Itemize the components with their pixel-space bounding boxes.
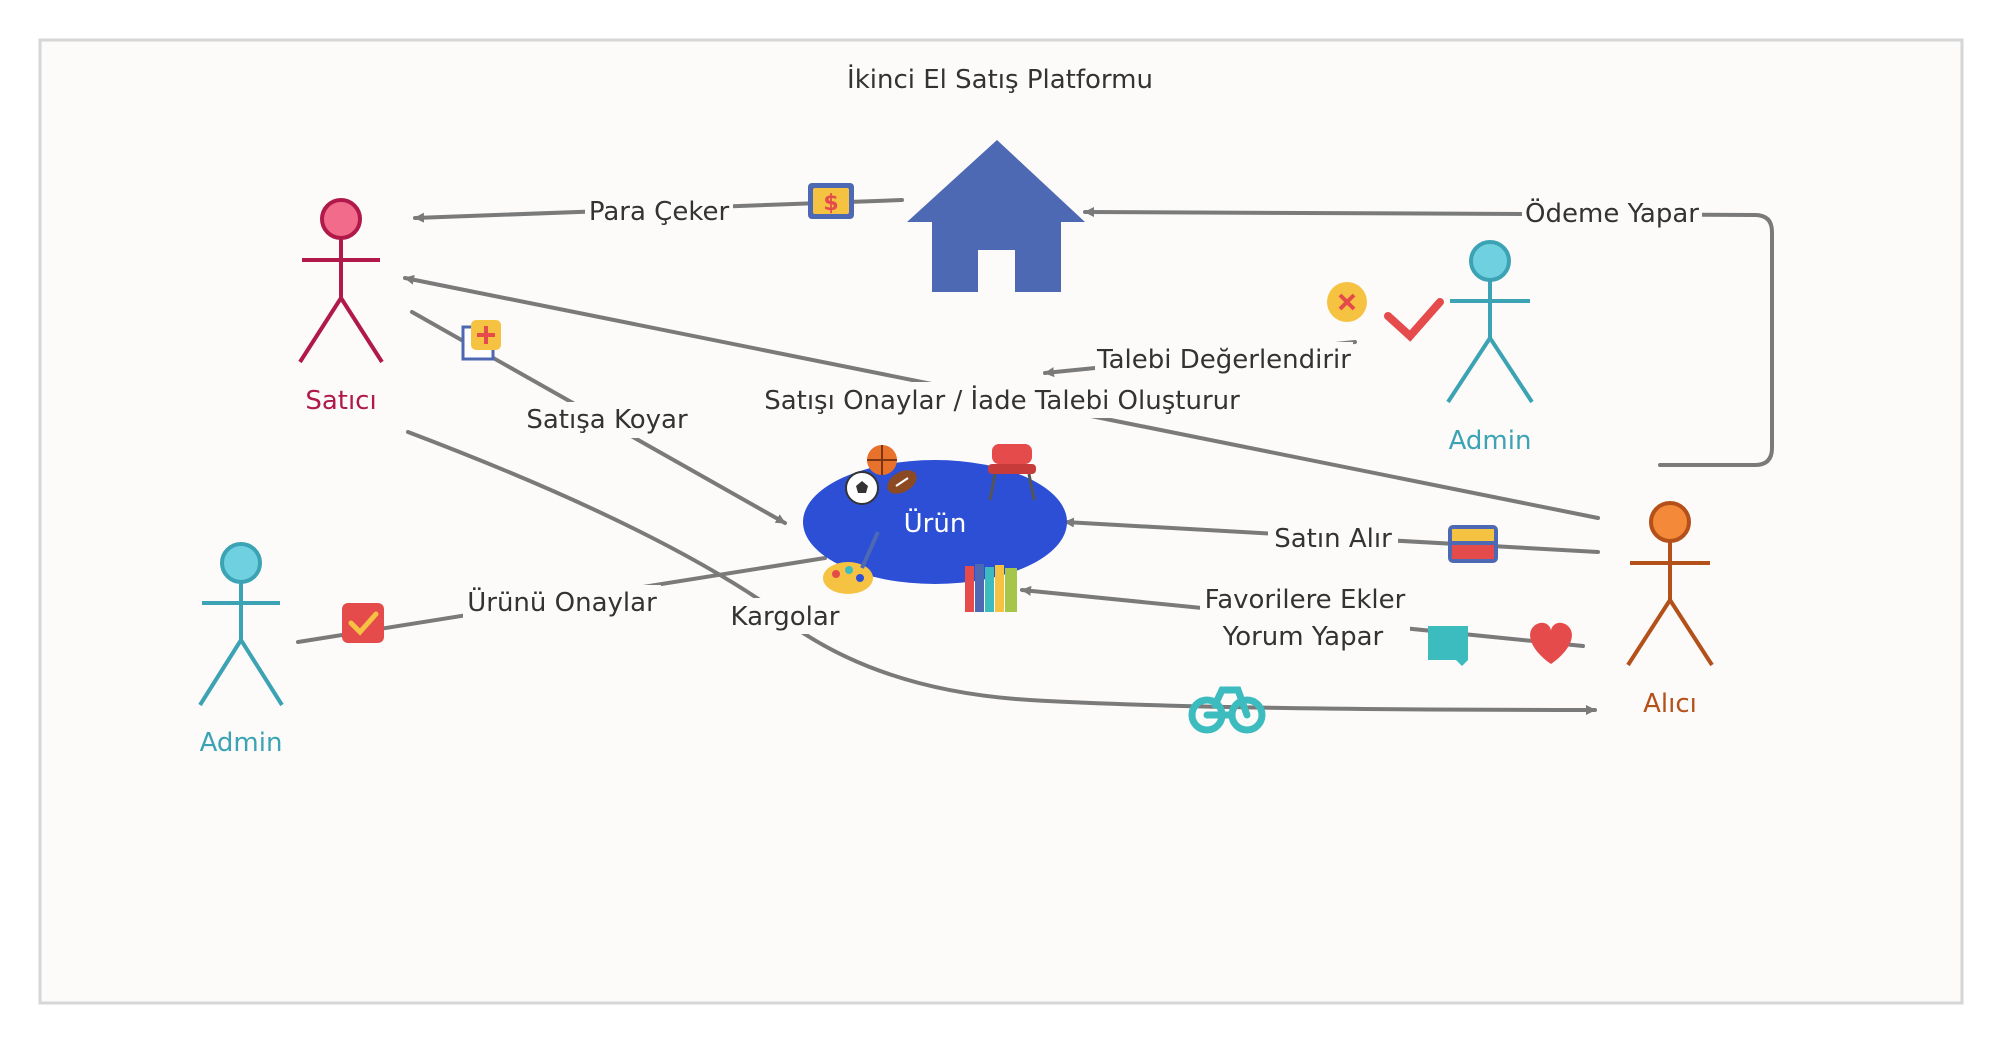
money-icon: $ (808, 183, 854, 219)
basketball-icon (867, 445, 897, 475)
soccer-ball-icon (845, 471, 879, 505)
actor-admin-left[interactable] (198, 542, 284, 707)
palette-icon (823, 531, 880, 594)
svg-text:$: $ (823, 191, 838, 216)
label-satin-alir: Satın Alır (1274, 524, 1392, 554)
chair-icon (988, 444, 1036, 501)
football-icon (887, 470, 917, 494)
actor-admin-left-label: Admin (200, 728, 283, 758)
comment-icon (1428, 626, 1468, 666)
label-kargolar: Kargolar (730, 602, 839, 632)
bicycle-icon (1188, 686, 1266, 734)
label-talebi-degerlendirir: Talebi Değerlendirir (1096, 345, 1351, 375)
credit-card-icon (1448, 525, 1498, 563)
actor-satici-label: Satıcı (305, 386, 376, 416)
books-icon (965, 564, 1017, 612)
label-satisa-koyar: Satışa Koyar (526, 405, 688, 435)
label-odeme-yapar: Ödeme Yapar (1525, 197, 1699, 229)
actor-alici-label: Alıcı (1643, 689, 1697, 719)
label-urunu-onaylar: Ürünü Onaylar (467, 586, 657, 618)
actor-admin-right-label: Admin (1449, 426, 1532, 456)
product-label: Ürün (904, 507, 967, 539)
label-satisi-onaylar: Satışı Onaylar / İade Talebi Oluşturur (764, 384, 1240, 416)
edge-odeme-yapar (1083, 207, 1774, 467)
label-yorum-yapar: Yorum Yapar (1222, 622, 1384, 652)
actor-satici[interactable] (298, 198, 384, 364)
label-para-ceker: Para Çeker (589, 197, 730, 227)
heart-icon (1530, 622, 1572, 664)
add-listing-icon (461, 320, 501, 361)
close-badge-icon (1327, 282, 1367, 322)
approve-checkbox-icon (342, 603, 384, 643)
diagram-title: İkinci El Satış Platformu (847, 63, 1153, 95)
checkmark-icon (1384, 298, 1444, 342)
edge-kargolar (406, 430, 1597, 715)
actor-admin-right[interactable] (1446, 240, 1534, 404)
label-favorilere-ekler: Favorilere Ekler (1205, 585, 1406, 615)
actor-alici[interactable] (1626, 501, 1714, 667)
house-icon (907, 140, 1085, 292)
